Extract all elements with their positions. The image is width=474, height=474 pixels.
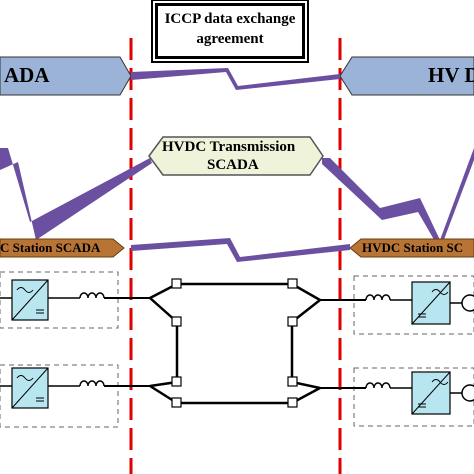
left-unit-2-box [0, 364, 119, 428]
left-station-shape [0, 238, 125, 258]
dc-grid [149, 282, 321, 405]
right-grid-2 [461, 384, 474, 402]
left-station-link [0, 148, 152, 240]
left-station-label: C Station SCADA [0, 240, 101, 255]
left-scada-shape [0, 56, 132, 96]
left-scada-label: ADA [4, 63, 50, 87]
hvdc-transmission-line2: SCADA [207, 157, 259, 173]
right-station-link [322, 148, 474, 250]
right-unit-1-box [353, 275, 474, 335]
station-link-zigzag [131, 238, 350, 262]
right-grid-1 [461, 294, 474, 312]
dc-grid-nodes [171, 278, 298, 408]
right-scada-shape [339, 56, 474, 96]
iccp-agreement-line1: ICCP data exchange [164, 11, 296, 27]
left-reactor-2 [79, 380, 105, 387]
hvdc-transmission-shape [148, 136, 324, 176]
right-reactor-1 [365, 294, 391, 301]
right-scada-label: HV D [428, 63, 474, 87]
hvdc-transmission-line1: HVDC Transmission [162, 139, 296, 155]
iccp-agreement-line2: agreement [196, 31, 264, 47]
right-station-shape [349, 238, 474, 258]
right-reactor-2 [365, 382, 391, 389]
left-reactor-1 [79, 292, 105, 299]
right-station-label: HVDC Station SC [362, 240, 464, 255]
scada-link-zigzag [131, 68, 340, 90]
right-unit-2-box [353, 367, 474, 427]
left-unit-1-box [0, 271, 119, 329]
iccp-agreement-box: ICCP data exchange agreement [155, 3, 305, 59]
